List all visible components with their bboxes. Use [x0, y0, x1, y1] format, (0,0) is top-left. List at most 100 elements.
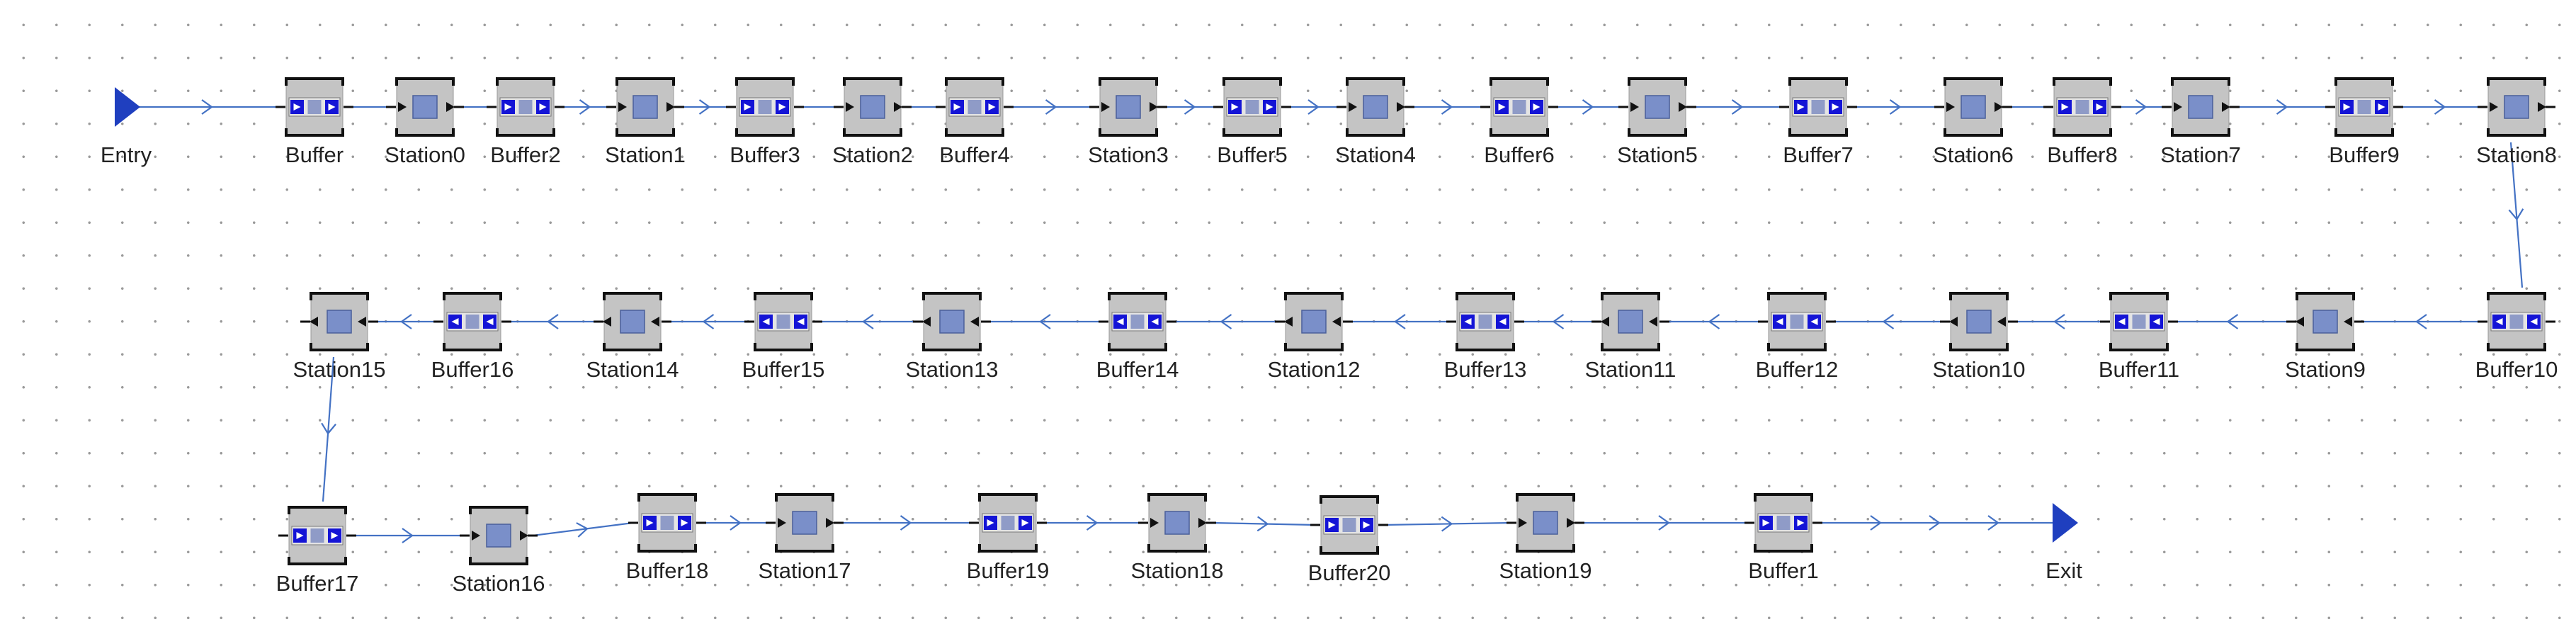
station-label: Station15	[293, 357, 386, 382]
buffer-block-icon	[2100, 292, 2178, 351]
buffer-buffer19[interactable]	[969, 490, 1047, 559]
buffer-buffer17[interactable]	[278, 503, 356, 572]
station-block-icon	[913, 292, 991, 351]
connector-station8-buffer10[interactable]	[2509, 142, 2524, 288]
station-station18[interactable]	[1138, 490, 1216, 559]
station-label: Station1	[605, 142, 686, 167]
buffer-block-icon	[278, 506, 356, 565]
flow-direction-arrow	[1220, 314, 1232, 329]
flow-direction-arrow	[579, 99, 591, 115]
buffer-buffer8[interactable]	[2043, 74, 2121, 143]
buffer-block-icon	[1758, 292, 1836, 351]
station-station19[interactable]	[1507, 490, 1584, 559]
buffer-block-icon	[1480, 77, 1558, 137]
station-station12[interactable]	[1275, 289, 1353, 358]
station-block-icon	[766, 493, 844, 553]
station-station4[interactable]	[1337, 74, 1414, 143]
connector-station16-buffer18[interactable]	[532, 521, 634, 537]
exit-triangle-icon	[2053, 503, 2078, 543]
station-label: Station18	[1130, 558, 1224, 583]
buffer-buffer18[interactable]	[628, 490, 706, 559]
buffer-buffer1[interactable]	[1744, 490, 1822, 559]
station-label: Station6	[1933, 142, 2014, 167]
station-label: Station8	[2476, 142, 2557, 167]
buffer-buffer14[interactable]	[1099, 289, 1176, 358]
flow-direction-arrow	[1307, 99, 1320, 115]
buffer-block-icon	[936, 77, 1014, 137]
flow-direction-arrow	[862, 314, 874, 329]
connector-station15-buffer17[interactable]	[322, 356, 335, 502]
station-station17[interactable]	[766, 490, 844, 559]
buffer-label: Buffer14	[1096, 357, 1179, 382]
station-label: Station7	[2160, 142, 2241, 167]
connector-buffer20-station19[interactable]	[1383, 521, 1512, 526]
entry-label: Entry	[100, 142, 152, 167]
station-station7[interactable]	[2162, 74, 2240, 143]
buffer-label: Buffer9	[2329, 142, 2400, 167]
station-station9[interactable]	[2286, 289, 2364, 358]
buffer-buffer2[interactable]	[487, 74, 564, 143]
buffer-buffer9[interactable]	[2325, 74, 2403, 143]
buffer-buffer10[interactable]	[2478, 289, 2555, 358]
buffer-buffer7[interactable]	[1779, 74, 1857, 143]
station-station1[interactable]	[606, 74, 684, 143]
buffer-buffer12[interactable]	[1758, 289, 1836, 358]
station-station14[interactable]	[594, 289, 671, 358]
station-station5[interactable]	[1618, 74, 1696, 143]
entry-entry[interactable]	[112, 86, 143, 132]
buffer-buffer11[interactable]	[2100, 289, 2178, 358]
buffer-buffer6[interactable]	[1480, 74, 1558, 143]
flow-direction-arrow	[698, 99, 711, 115]
buffer-label: Buffer11	[2098, 357, 2180, 382]
station-block-icon	[1089, 77, 1167, 137]
flow-direction-arrow	[702, 314, 715, 329]
station-station2[interactable]	[834, 74, 912, 143]
connector-station18-buffer20[interactable]	[1210, 521, 1316, 526]
station-block-icon	[300, 292, 378, 351]
buffer-buffer[interactable]	[276, 74, 353, 143]
station-station16[interactable]	[460, 503, 538, 572]
flow-direction-arrow	[1929, 515, 1941, 531]
station-station11[interactable]	[1591, 289, 1669, 358]
buffer-buffer20[interactable]	[1310, 492, 1388, 561]
station-station0[interactable]	[386, 74, 464, 143]
buffer-buffer13[interactable]	[1446, 289, 1524, 358]
station-label: Station9	[2285, 357, 2366, 382]
station-station6[interactable]	[1934, 74, 2012, 143]
station-label: Station17	[758, 558, 851, 583]
buffer-buffer4[interactable]	[936, 74, 1014, 143]
flow-direction-arrow	[1045, 99, 1057, 115]
buffer-block-icon	[1213, 77, 1291, 137]
flow-direction-arrow	[1731, 99, 1744, 115]
exit-exit[interactable]	[2050, 502, 2081, 548]
station-label: Station19	[1499, 558, 1592, 583]
flow-direction-arrow	[1889, 99, 1902, 115]
flow-direction-arrow	[1441, 516, 1453, 532]
flow-direction-arrow	[1086, 515, 1099, 531]
buffer-label: Buffer7	[1783, 142, 1854, 167]
station-block-icon	[2478, 77, 2555, 137]
buffer-label: Buffer2	[490, 142, 561, 167]
buffer-block-icon	[726, 77, 804, 137]
buffer-block-icon	[433, 292, 511, 351]
station-station15[interactable]	[300, 289, 378, 358]
buffer-block-icon	[2478, 292, 2555, 351]
station-station10[interactable]	[1940, 289, 2018, 358]
flow-direction-arrow	[402, 528, 414, 543]
station-block-icon	[2162, 77, 2240, 137]
station-station3[interactable]	[1089, 74, 1167, 143]
station-block-icon	[1507, 493, 1584, 553]
station-station13[interactable]	[913, 289, 991, 358]
buffer-label: Buffer	[285, 142, 344, 167]
buffer-block-icon	[2325, 77, 2403, 137]
buffer-buffer5[interactable]	[1213, 74, 1291, 143]
station-block-icon	[1934, 77, 2012, 137]
station-label: Station13	[905, 357, 999, 382]
flow-direction-arrow	[730, 515, 742, 531]
station-block-icon	[460, 506, 538, 565]
station-station8[interactable]	[2478, 74, 2555, 143]
buffer-buffer16[interactable]	[433, 289, 511, 358]
buffer-buffer3[interactable]	[726, 74, 804, 143]
buffer-buffer15[interactable]	[744, 289, 822, 358]
